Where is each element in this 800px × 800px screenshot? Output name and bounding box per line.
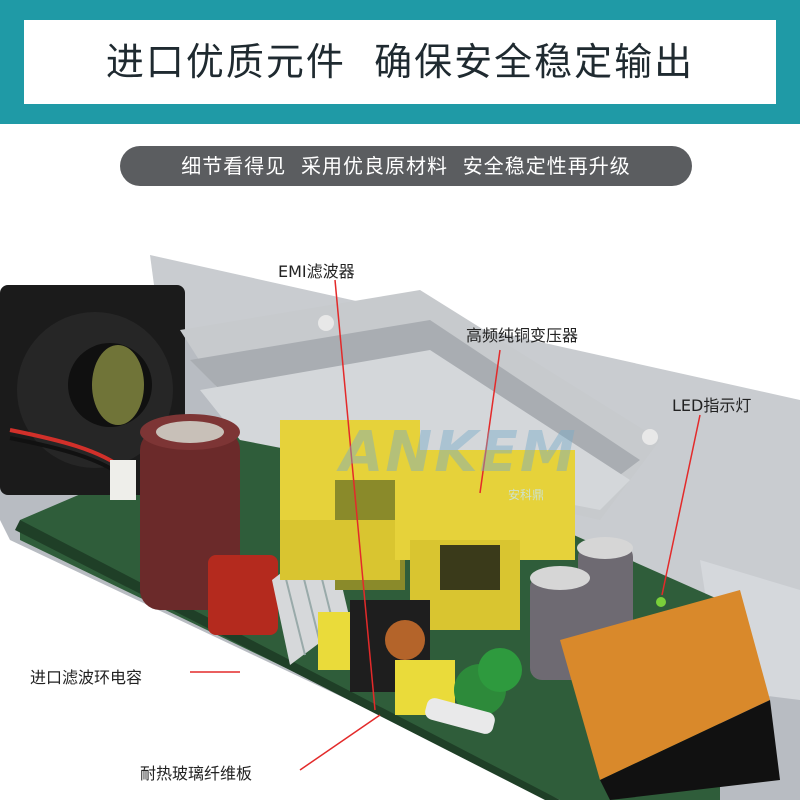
brand-watermark-sub: 安科鼎 (508, 488, 545, 502)
emi-callout-line (334, 279, 376, 711)
transformer-right (395, 450, 575, 630)
film-capacitor (208, 555, 278, 635)
led-indicator-label: LED指示灯 (672, 396, 752, 415)
fan-connector (110, 460, 136, 500)
led-indicator (656, 597, 666, 607)
fuse (425, 698, 495, 734)
emi-filter-label: EMI滤波器 (278, 262, 355, 281)
power-supply-photo (0, 255, 800, 800)
page-title: 进口优质元件 确保安全稳定输出 (105, 40, 695, 84)
heatsink-screw (318, 315, 334, 331)
brand-watermark: ANKEM (340, 420, 578, 485)
subtitle-pill: 细节看得见 采用优良原材料 安全稳定性再升级 (120, 146, 692, 186)
header-banner: 进口优质元件 确保安全稳定输出 (0, 0, 800, 124)
cooling-fan (0, 285, 185, 495)
board-callout-line (299, 714, 381, 771)
chassis-screw (642, 429, 658, 445)
emi-coil (385, 620, 425, 660)
ntc-thermistor-2 (478, 648, 522, 692)
filter-capacitor-label: 进口滤波环电容 (30, 668, 143, 687)
led-callout-line (661, 414, 701, 596)
header-panel: 进口优质元件 确保安全稳定输出 (24, 20, 776, 104)
transformer-label: 高频纯铜变压器 (466, 326, 579, 345)
subtitle-text: 细节看得见 采用优良原材料 安全稳定性再升级 (181, 154, 631, 178)
terminal-block (560, 590, 780, 800)
transformer-callout-line (479, 349, 501, 494)
fiberglass-board-label: 耐热玻璃纤维板 (140, 764, 253, 783)
